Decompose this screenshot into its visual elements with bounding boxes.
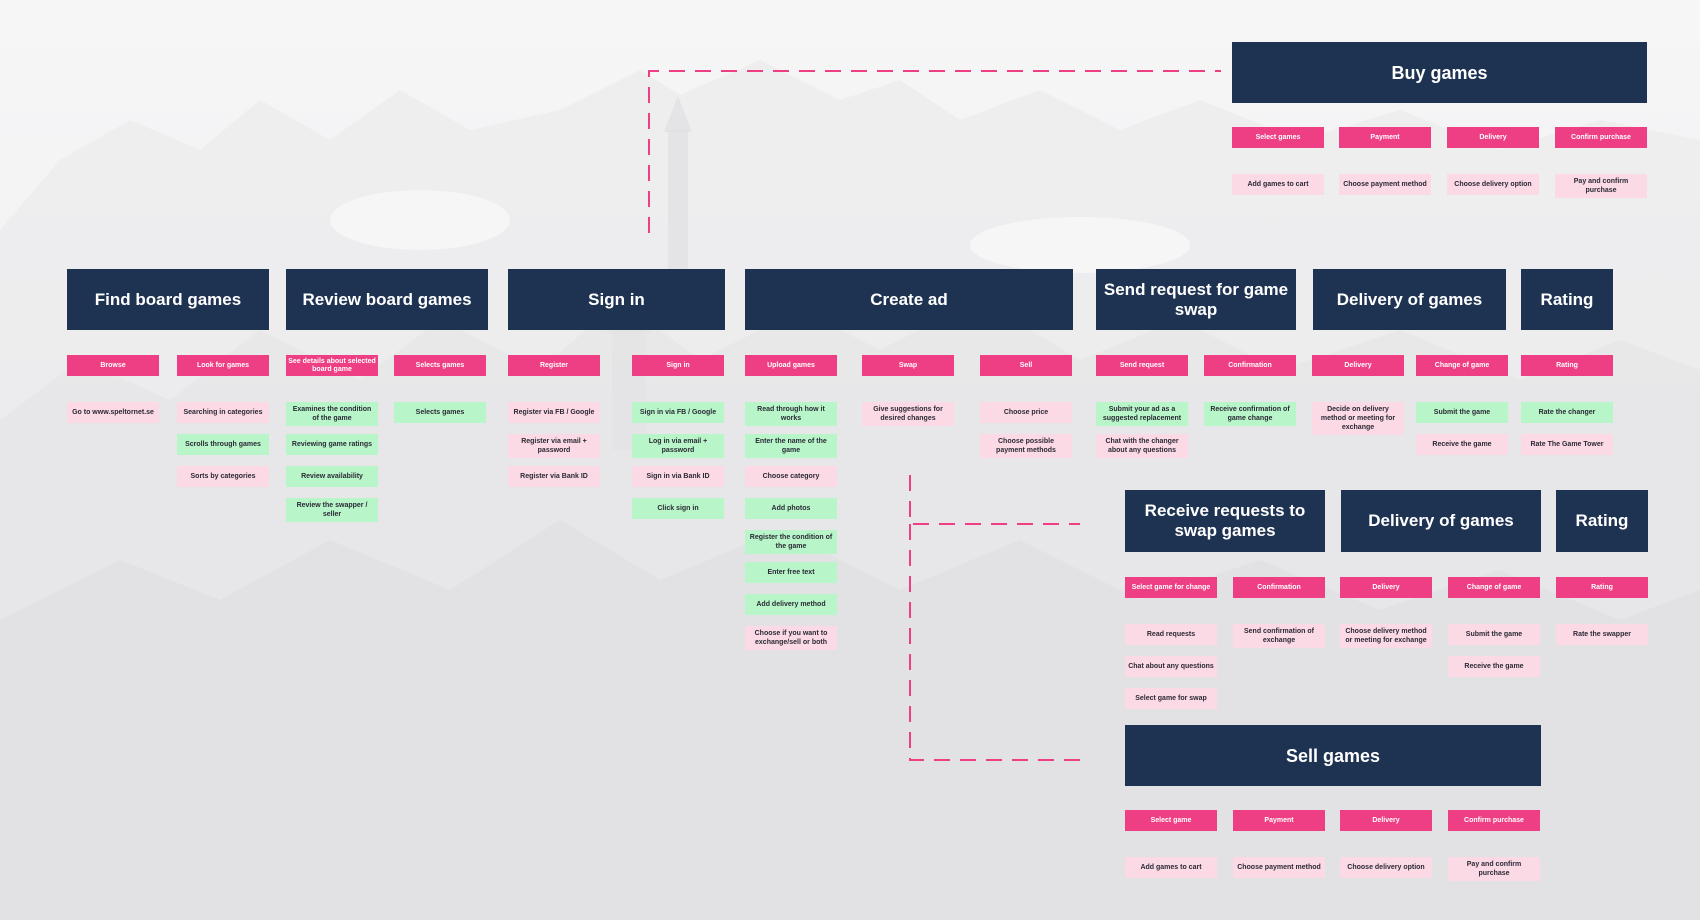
- sticky-note-pink: Go to www.speltornet.se: [67, 402, 159, 423]
- sticky-note-pink: Pay and confirm purchase: [1448, 857, 1540, 881]
- sticky-note-pink: Choose delivery option: [1447, 174, 1539, 195]
- section-header-rating-1: Rating: [1521, 269, 1613, 330]
- section-header-review-board-games: Review board games: [286, 269, 488, 330]
- sticky-note-green: Review availability: [286, 466, 378, 487]
- sticky-note-pink: Receive the game: [1416, 434, 1508, 455]
- step-label: Confirm purchase: [1555, 127, 1647, 148]
- step-label: Upload games: [745, 355, 837, 376]
- sticky-note-pink: Submit the game: [1448, 624, 1540, 645]
- sticky-note-green: Enter free text: [745, 562, 837, 583]
- sticky-note-pink: Register via Bank ID: [508, 466, 600, 487]
- sticky-note-green: Click sign in: [632, 498, 724, 519]
- step-label: Browse: [67, 355, 159, 376]
- sticky-note-pink: Pay and confirm purchase: [1555, 174, 1647, 198]
- sticky-note-pink: Choose category: [745, 466, 837, 487]
- step-label: Confirmation: [1204, 355, 1296, 376]
- sticky-note-pink: Add games to cart: [1125, 857, 1217, 878]
- section-header-buy-games: Buy games: [1232, 42, 1647, 103]
- sticky-note-green: Submit the game: [1416, 402, 1508, 423]
- sticky-note-pink: Register via email + password: [508, 434, 600, 458]
- sticky-note-pink: Give suggestions for desired changes: [862, 402, 954, 426]
- sticky-note-pink: Add games to cart: [1232, 174, 1324, 195]
- sticky-note-pink: Rate The Game Tower: [1521, 434, 1613, 455]
- sticky-note-pink: Receive the game: [1448, 656, 1540, 677]
- connector-createad-to-receive: [909, 475, 1080, 525]
- sticky-note-green: Read through how it works: [745, 402, 837, 426]
- sticky-note-green: Add delivery method: [745, 594, 837, 615]
- step-label: Payment: [1339, 127, 1431, 148]
- step-label: Register: [508, 355, 600, 376]
- sticky-note-pink: Sign in via Bank ID: [632, 466, 724, 487]
- sticky-note-pink: Rate the swapper: [1556, 624, 1648, 645]
- sticky-note-pink: Choose delivery method or meeting for ex…: [1340, 624, 1432, 648]
- step-label: Selects games: [394, 355, 486, 376]
- sticky-note-pink: Choose possible payment methods: [980, 434, 1072, 458]
- sticky-note-pink: Sorts by categories: [177, 466, 269, 487]
- sticky-note-pink: Chat about any questions: [1125, 656, 1217, 677]
- sticky-note-pink: Choose if you want to exchange/sell or b…: [745, 626, 837, 650]
- sticky-note-pink: Choose price: [980, 402, 1072, 423]
- sticky-note-pink: Register via FB / Google: [508, 402, 600, 423]
- step-label: Confirm purchase: [1448, 810, 1540, 831]
- step-label: Send request: [1096, 355, 1188, 376]
- sticky-note-pink: Decide on delivery method or meeting for…: [1312, 402, 1404, 435]
- sticky-note-green: Selects games: [394, 402, 486, 423]
- sticky-note-green: Add photos: [745, 498, 837, 519]
- sticky-note-pink: Read requests: [1125, 624, 1217, 645]
- step-label: Rating: [1521, 355, 1613, 376]
- step-label: Sign in: [632, 355, 724, 376]
- step-label: Confirmation: [1233, 577, 1325, 598]
- step-label: Change of game: [1416, 355, 1508, 376]
- sticky-note-green: Enter the name of the game: [745, 434, 837, 458]
- step-label: Look for games: [177, 355, 269, 376]
- section-header-receive-requests: Receive requests to swap games: [1125, 490, 1325, 552]
- section-header-delivery-2: Delivery of games: [1341, 490, 1541, 552]
- step-label: Delivery: [1447, 127, 1539, 148]
- sticky-note-pink: Choose payment method: [1339, 174, 1431, 195]
- sticky-note-pink: Searching in categories: [177, 402, 269, 423]
- sticky-note-green: Examines the condition of the game: [286, 402, 378, 426]
- section-header-send-request: Send request for game swap: [1096, 269, 1296, 330]
- section-header-delivery-1: Delivery of games: [1313, 269, 1506, 330]
- sticky-note-pink: Choose payment method: [1233, 857, 1325, 878]
- section-header-create-ad: Create ad: [745, 269, 1073, 330]
- step-label: Select games: [1232, 127, 1324, 148]
- step-label: Select game for change: [1125, 577, 1217, 598]
- step-label: Swap: [862, 355, 954, 376]
- sticky-note-pink: Chat with the changer about any question…: [1096, 434, 1188, 458]
- sticky-note-green: Log in via email + password: [632, 434, 724, 458]
- sticky-note-green: Register the condition of the game: [745, 530, 837, 554]
- section-header-find-board-games: Find board games: [67, 269, 269, 330]
- step-label: Delivery: [1340, 577, 1432, 598]
- sticky-note-green: Scrolls through games: [177, 434, 269, 455]
- step-label: Payment: [1233, 810, 1325, 831]
- step-label: Select game: [1125, 810, 1217, 831]
- sticky-note-green: Submit your ad as a suggested replacemen…: [1096, 402, 1188, 426]
- sticky-note-green: Sign in via FB / Google: [632, 402, 724, 423]
- step-label: Sell: [980, 355, 1072, 376]
- section-header-sign-in: Sign in: [508, 269, 725, 330]
- sticky-note-green: Receive confirmation of game change: [1204, 402, 1296, 426]
- sticky-note-pink: Select game for swap: [1125, 688, 1217, 709]
- sticky-note-green: Reviewing game ratings: [286, 434, 378, 455]
- connector-createad-to-sell: [909, 524, 1080, 761]
- sticky-note-pink: Send confirmation of exchange: [1233, 624, 1325, 648]
- sticky-note-green: Review the swapper / seller: [286, 498, 378, 522]
- sticky-note-pink: Choose delivery option: [1340, 857, 1432, 878]
- step-label: Change of game: [1448, 577, 1540, 598]
- section-header-rating-2: Rating: [1556, 490, 1648, 552]
- step-label: See details about selected board game: [286, 355, 378, 376]
- sticky-note-green: Rate the changer: [1521, 402, 1613, 423]
- step-label: Rating: [1556, 577, 1648, 598]
- step-label: Delivery: [1340, 810, 1432, 831]
- section-header-sell-games: Sell games: [1125, 725, 1541, 786]
- connector-signin-to-buy: [648, 70, 1221, 233]
- step-label: Delivery: [1312, 355, 1404, 376]
